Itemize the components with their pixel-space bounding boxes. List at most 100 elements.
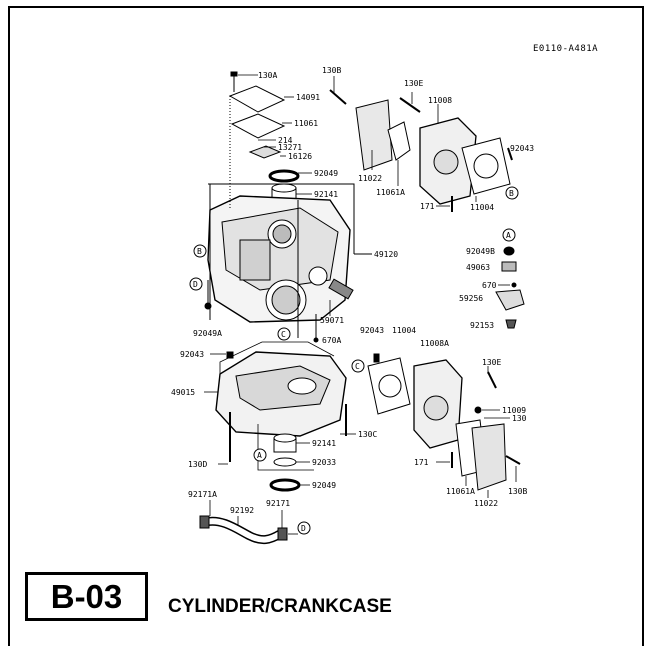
- section-code: B-03: [50, 578, 123, 615]
- label-92141-bot: 92141: [312, 439, 336, 448]
- callout-B-right: B: [505, 186, 519, 200]
- gasket-11004-mid-hole: [378, 374, 402, 398]
- reference-code: E0110-A481A: [533, 44, 598, 54]
- part-92049A: [204, 302, 212, 310]
- part-11061-gasket: [230, 113, 286, 139]
- label-92049-top: 92049: [314, 169, 338, 178]
- leaders-top-right: [333, 76, 477, 207]
- label-13271: 13271: [278, 143, 302, 152]
- head-11008-port: [433, 149, 459, 175]
- cylinder-bore-inner: [272, 224, 292, 244]
- label-92192: 92192: [230, 506, 254, 515]
- label-130E-bot: 130E: [482, 358, 501, 367]
- callout-D-left: D: [189, 277, 203, 291]
- leader-49120: [208, 183, 355, 254]
- svg-text:C: C: [281, 330, 286, 339]
- hose-92192-inner: [203, 518, 283, 543]
- label-92153: 92153: [470, 321, 494, 330]
- svg-text:D: D: [301, 524, 306, 533]
- cover-11022-bot: [471, 423, 507, 491]
- label-11004-mid: 11004: [392, 326, 416, 335]
- callout-B-left: B: [193, 244, 207, 258]
- label-49120: 49120: [374, 250, 398, 259]
- label-11009: 11009: [502, 406, 526, 415]
- label-130A: 130A: [258, 71, 277, 80]
- callout-C-mid: C: [351, 359, 365, 373]
- label-130B-bot: 130B: [508, 487, 527, 496]
- bolt-130B-top: [329, 89, 347, 105]
- label-49063: 49063: [466, 263, 490, 272]
- label-92049B: 92049B: [466, 247, 495, 256]
- label-11022-bot: 11022: [474, 499, 498, 508]
- label-11008: 11008: [428, 96, 452, 105]
- part-92153: [505, 319, 517, 329]
- head-assembly-top: [329, 89, 513, 212]
- sleeve-92141-top-rim: [271, 183, 297, 193]
- part-59071: [328, 278, 354, 300]
- label-92043-left: 92043: [180, 350, 204, 359]
- svg-text:B: B: [197, 247, 202, 256]
- label-670A: 670A: [322, 336, 341, 345]
- gasket-11061A-top: [387, 121, 411, 161]
- svg-text:A: A: [257, 451, 262, 460]
- pin-92043-left: [226, 351, 234, 359]
- label-92049-bot: 92049: [312, 481, 336, 490]
- label-11022-top: 11022: [358, 174, 382, 183]
- section-title: CYLINDER/CRANKCASE: [168, 596, 392, 617]
- leaders-bottom-left: [204, 353, 310, 486]
- bolt-130E-top: [399, 97, 421, 113]
- crankcase-bore-inner: [271, 285, 301, 315]
- label-11008A: 11008A: [420, 339, 449, 348]
- label-59256: 59256: [459, 294, 483, 303]
- clamp-92171A: [199, 515, 210, 529]
- part-59256: [495, 289, 525, 311]
- section-code-box: B-03: [25, 572, 148, 621]
- diagram-frame: [8, 6, 644, 646]
- cover-11022-top: [355, 99, 393, 171]
- svg-text:A: A: [506, 231, 511, 240]
- callout-A-right: A: [502, 228, 516, 242]
- bracket-lower: [257, 424, 314, 471]
- callout-A-left: A: [253, 448, 267, 462]
- label-171-top: 171: [420, 202, 435, 211]
- label-130B-top: 130B: [322, 66, 341, 75]
- label-130D: 130D: [188, 460, 207, 469]
- label-130E-top: 130E: [404, 79, 423, 88]
- label-49015: 49015: [171, 388, 195, 397]
- label-11061A-bot: 11061A: [446, 487, 475, 496]
- part-14091-plate: [228, 85, 286, 113]
- leaders-bottom-right: [436, 366, 517, 498]
- ring-92049-top: [268, 169, 300, 183]
- clamp-92171: [277, 527, 288, 541]
- label-11061A-top: 11061A: [376, 188, 405, 197]
- leaders-top-left: [238, 74, 331, 316]
- svg-text:B: B: [509, 189, 514, 198]
- svg-text:C: C: [355, 362, 360, 371]
- part-670A: [313, 337, 319, 343]
- callout-C-left: C: [277, 327, 291, 341]
- bolt-130A-head: [230, 71, 238, 77]
- crankcase-bracket: [219, 341, 335, 380]
- ring-92049-bot: [269, 478, 301, 492]
- head-assembly-bottom: [367, 353, 521, 491]
- part-92049B: [503, 246, 515, 256]
- crankcase-group: [215, 341, 356, 492]
- label-130: 130: [512, 414, 527, 423]
- label-670: 670: [482, 281, 497, 290]
- callout-D-bottom: D: [297, 521, 311, 535]
- pin-92043-right: [507, 147, 513, 161]
- oring-92033: [273, 457, 297, 467]
- head-11008A-port: [423, 395, 449, 421]
- crankcase-inner: [235, 365, 331, 411]
- part-16126-plate: [248, 145, 282, 159]
- hose-group: [199, 500, 298, 545]
- part-11009: [474, 406, 482, 414]
- svg-text:D: D: [193, 280, 198, 289]
- label-214: 214: [278, 136, 293, 145]
- sleeve-92141-bot-rim: [273, 433, 297, 443]
- side-boss: [308, 266, 328, 286]
- label-92141-top: 92141: [314, 190, 338, 199]
- pin-92043-mid: [373, 353, 380, 363]
- gasket-11004-hole: [473, 153, 499, 179]
- label-11061: 11061: [294, 119, 318, 128]
